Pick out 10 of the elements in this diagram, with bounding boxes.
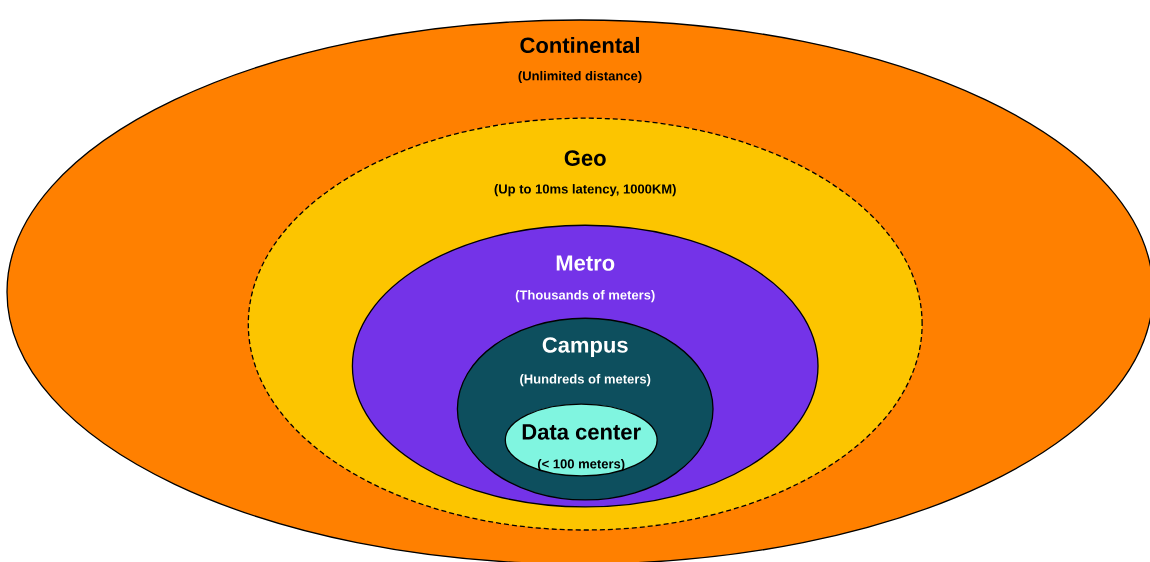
zone-title: Data center <box>522 424 641 440</box>
zone-subtitle: (Hundreds of meters) <box>520 374 651 387</box>
zone-subtitle: (Unlimited distance) <box>518 70 642 84</box>
zone-title: Continental <box>520 36 639 54</box>
zone-subtitle: (< 100 meters) <box>537 458 625 472</box>
zone-subtitle: (Thousands of meters) <box>515 290 655 303</box>
zone-subtitle: (Up to 10ms latency, 1000KM) <box>494 184 676 197</box>
zone-title: Geo <box>564 150 606 166</box>
zone-title: Metro <box>556 255 615 271</box>
zone-title: Campus <box>542 337 628 358</box>
